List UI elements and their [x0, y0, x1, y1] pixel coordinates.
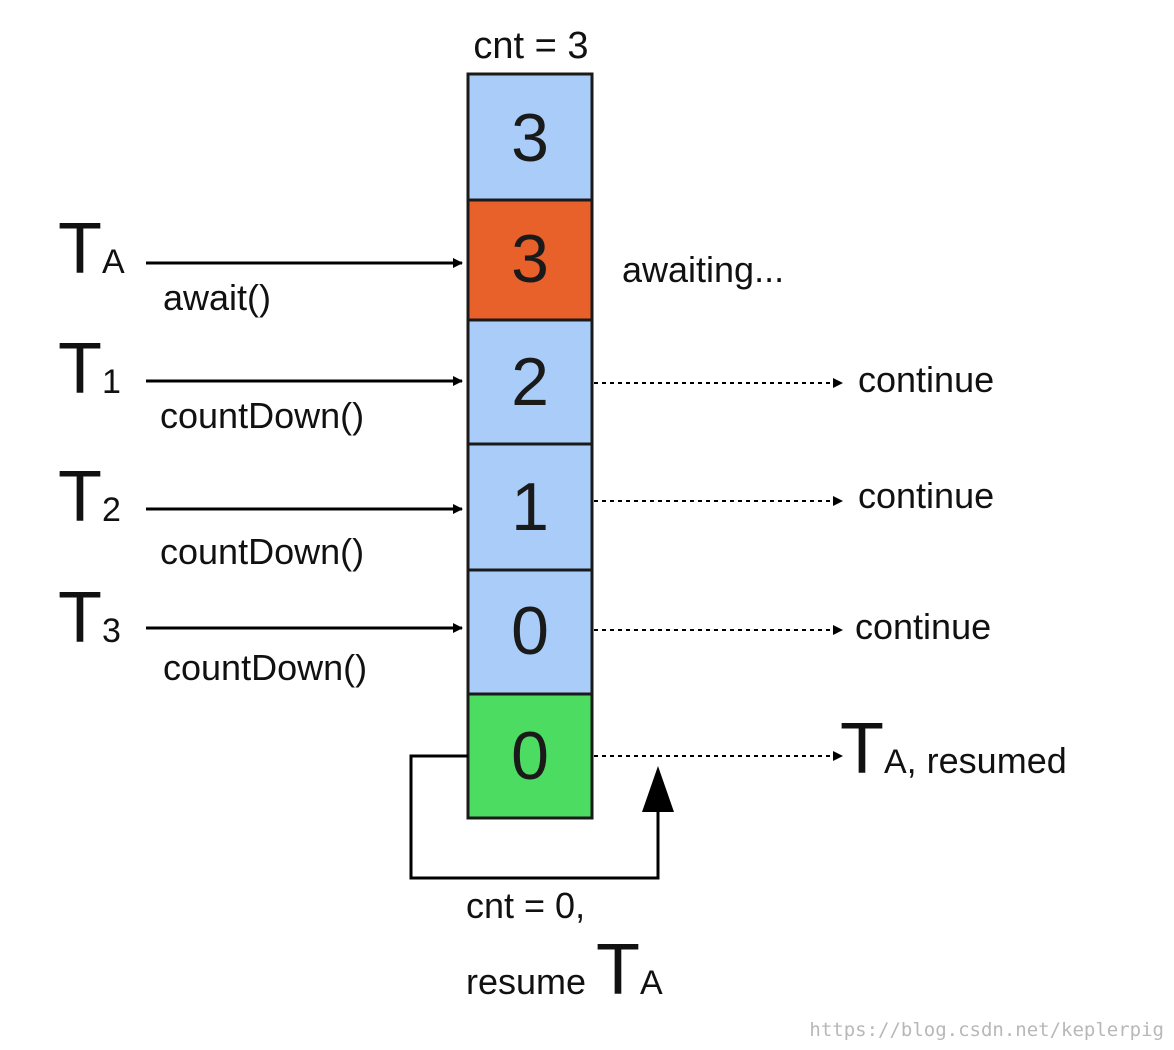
resumed-label: TA, resumed — [840, 709, 1067, 789]
thread-3-countdown: T3 countDown() — [58, 578, 463, 688]
counter-cell-value: 3 — [511, 100, 549, 176]
counter-cell-value: 0 — [511, 718, 549, 794]
thread-1-countdown: T1 countDown() — [58, 329, 463, 436]
continue-label: continue — [855, 606, 991, 647]
counter-stack: 3 3 2 1 0 0 — [466, 72, 594, 820]
feedback-arrowhead — [642, 766, 674, 812]
thread-a-await: TA await() — [58, 209, 463, 318]
continue-label: continue — [858, 475, 994, 516]
thread-a-name: TA — [58, 209, 125, 289]
counter-cell-value: 1 — [511, 469, 549, 545]
counter-cell-1: 3 — [466, 198, 594, 322]
counter-cell-4: 0 — [466, 568, 594, 696]
counter-cell-value: 0 — [511, 593, 549, 669]
counter-zero-label: cnt = 0, — [466, 885, 585, 926]
thread-3-name: T3 — [58, 578, 121, 658]
await-call-label: await() — [163, 277, 271, 318]
continue-row-1: continue — [594, 359, 994, 400]
counter-cell-value: 3 — [511, 221, 549, 297]
counter-cell-0: 3 — [466, 72, 594, 202]
thread-1-name: T1 — [58, 329, 121, 409]
counter-initial-label: cnt = 3 — [473, 25, 588, 67]
watermark: https://blog.csdn.net/keplerpig — [809, 1019, 1164, 1041]
awaiting-label: awaiting... — [622, 249, 784, 290]
counter-cell-value: 2 — [511, 344, 549, 420]
countdown-call-label: countDown() — [160, 531, 364, 572]
resume-feedback-loop — [409, 754, 674, 880]
counter-cell-2: 2 — [466, 318, 594, 446]
counter-cell-5: 0 — [466, 692, 594, 820]
resumed-row: TA, resumed — [594, 709, 1067, 789]
continue-label: continue — [858, 359, 994, 400]
continue-row-3: continue — [594, 606, 991, 647]
countdown-call-label: countDown() — [163, 647, 367, 688]
counter-cell-3: 1 — [466, 442, 594, 572]
thread-2-countdown: T2 countDown() — [58, 457, 463, 572]
feedback-path — [409, 754, 660, 880]
thread-2-name: T2 — [58, 457, 121, 537]
continue-row-2: continue — [594, 475, 994, 516]
countdown-call-label: countDown() — [160, 395, 364, 436]
